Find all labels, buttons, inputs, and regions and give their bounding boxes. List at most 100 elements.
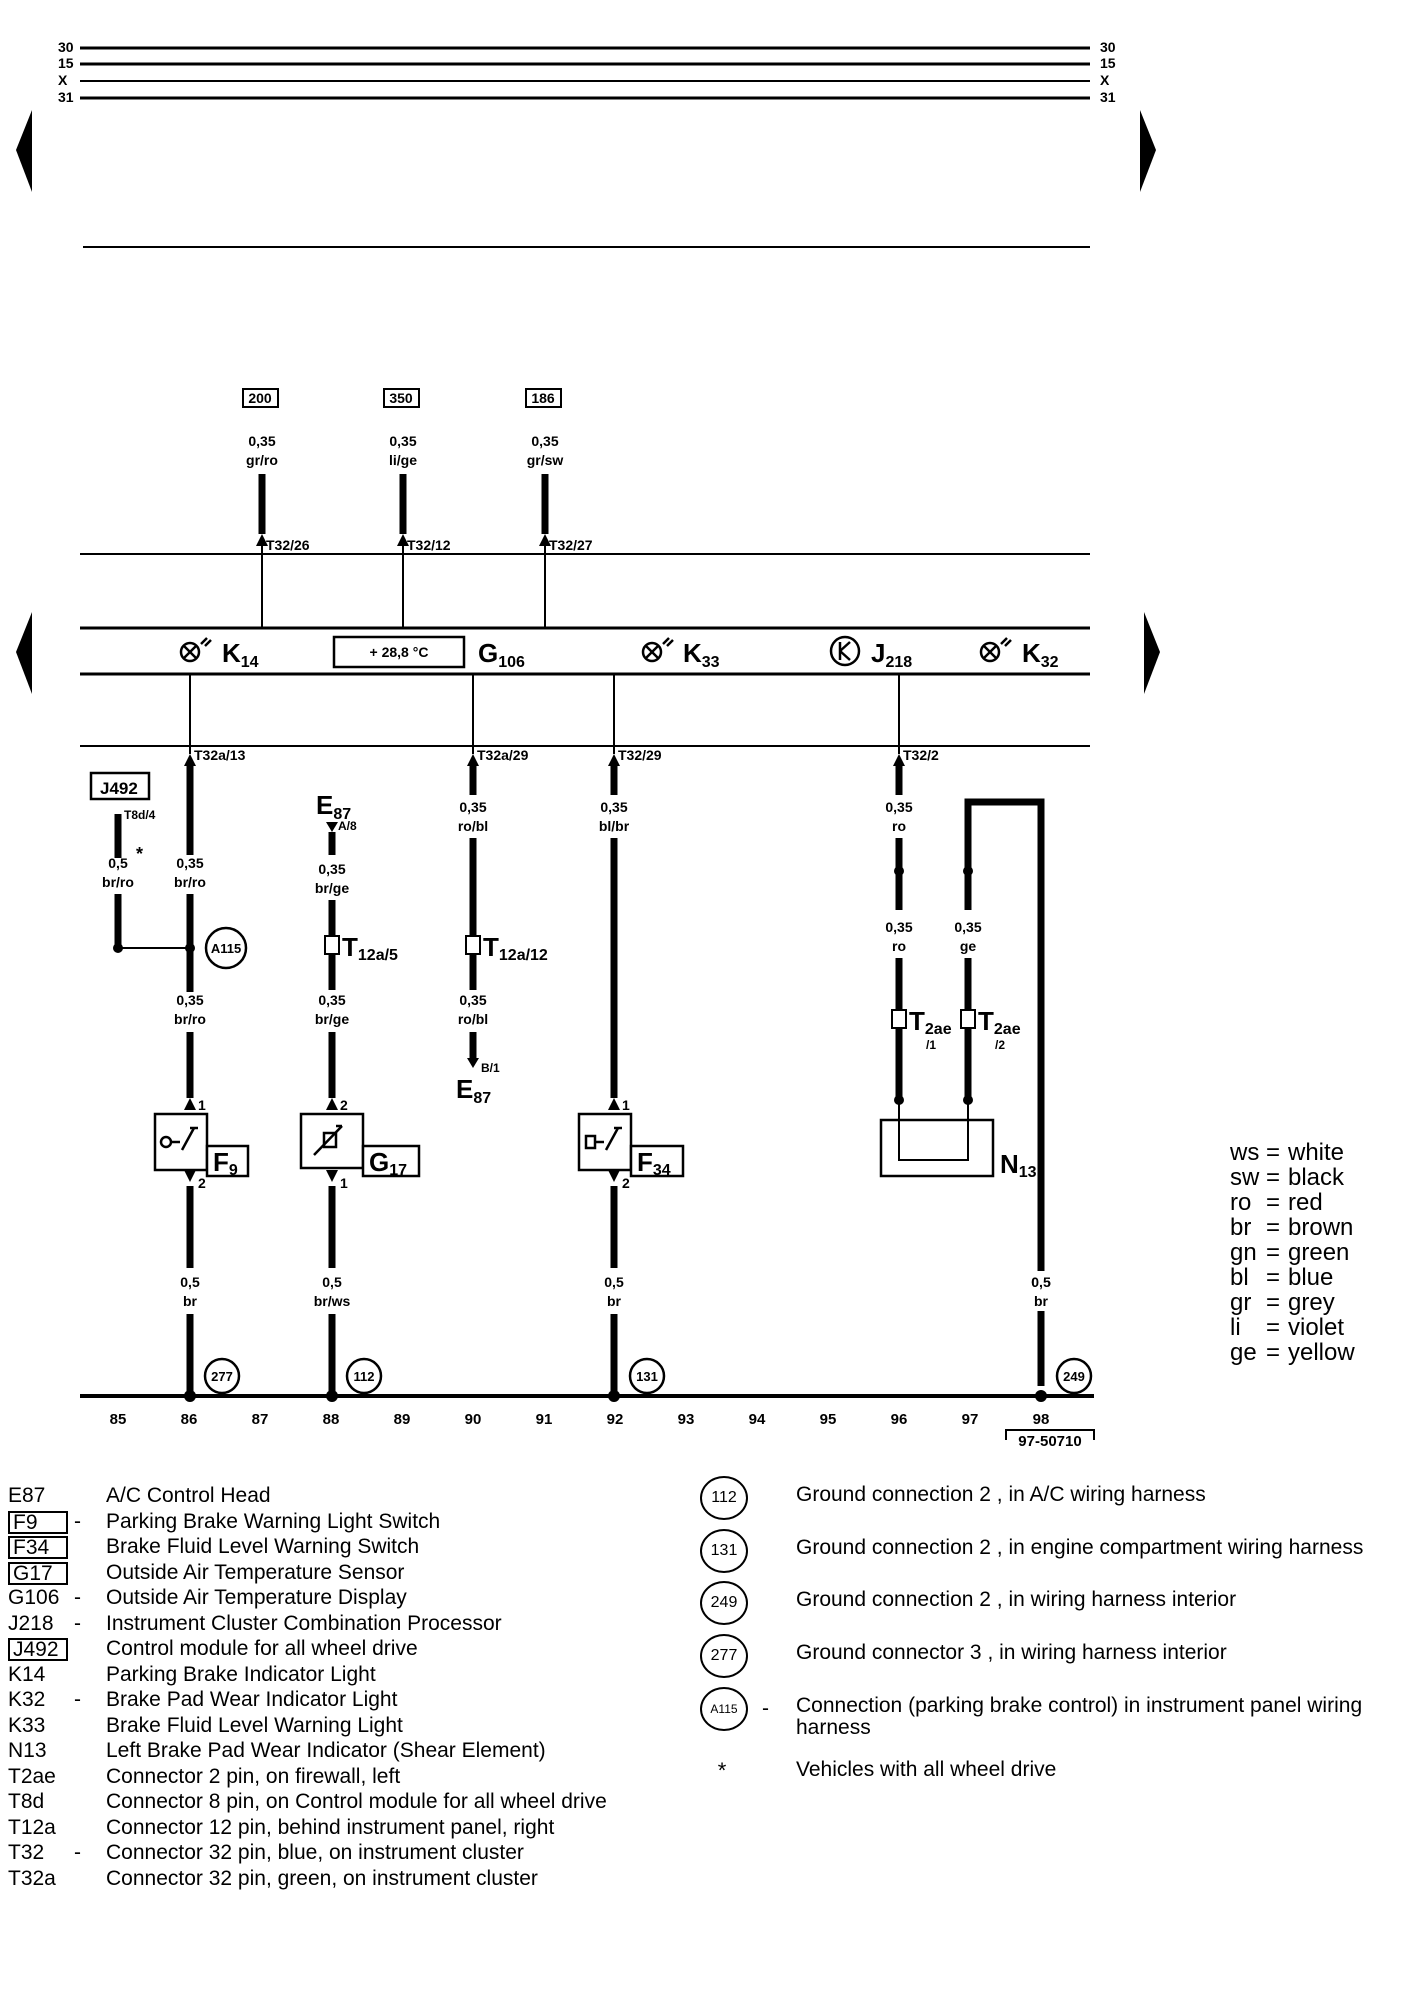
ground-bus-junctions	[184, 1390, 1047, 1402]
svg-text:0,35: 0,35	[248, 433, 275, 449]
pin-t32-29: T32/29	[618, 747, 662, 763]
previous-page-arrow-icon[interactable]	[16, 110, 32, 192]
wire-track-92: 0,35 bl/br 1	[599, 766, 630, 1113]
component-description: Outside Air Temperature Sensor	[106, 1560, 405, 1584]
component-code: J218	[8, 1611, 54, 1635]
j218-label: J218	[871, 638, 912, 671]
component-code: K14	[8, 1662, 46, 1686]
bus-label-31-left: 31	[58, 89, 74, 105]
svg-text:0,5: 0,5	[604, 1274, 624, 1290]
diagram-code: 97-50710	[1018, 1433, 1082, 1450]
k32-label: K32	[1022, 638, 1059, 671]
svg-text:2: 2	[198, 1175, 206, 1191]
pin-t32-2: T32/2	[903, 747, 939, 763]
svg-text:br: br	[607, 1293, 622, 1309]
svg-text:86: 86	[181, 1411, 198, 1428]
svg-text:0,35: 0,35	[954, 919, 981, 935]
svg-text:A/8: A/8	[338, 819, 357, 833]
ground-wire-249-size: 0,5	[1031, 1274, 1051, 1290]
svg-text:87: 87	[252, 1411, 269, 1428]
svg-text:0,35: 0,35	[459, 799, 486, 815]
bus-label-31-right: 31	[1100, 89, 1116, 105]
component-code: T2ae	[8, 1764, 56, 1788]
temperature-display-box	[332, 635, 466, 669]
lamp-icon-k14	[179, 637, 212, 663]
svg-text:0,5: 0,5	[108, 855, 128, 871]
wire-track-96-97: 0,35 ro 0,35 ro T2ae /1 0,35 ge T2ae /2	[885, 766, 1045, 1386]
legend-row: ge=yellow	[1230, 1339, 1355, 1366]
bus-label-x-left: X	[58, 72, 68, 88]
svg-text:ro/bl: ro/bl	[458, 1011, 488, 1027]
component-code: N13	[8, 1739, 47, 1762]
ground-symbol-icon: 112	[700, 1476, 748, 1520]
svg-text:br/ge: br/ge	[315, 1011, 349, 1027]
ground-dash: -	[762, 1697, 769, 1720]
pin-t32a-13: T32a/13	[194, 747, 246, 763]
svg-text:2: 2	[340, 1097, 348, 1113]
k14-label: K14	[222, 638, 259, 671]
svg-text:T12a/12: T12a/12	[483, 932, 548, 964]
svg-text:ro/bl: ro/bl	[458, 818, 488, 834]
bus-label-30-left: 30	[58, 39, 74, 55]
top-reference-350: 350 0,35 li/ge T32/12	[383, 388, 451, 628]
instrument-cluster	[80, 553, 1090, 747]
legend-row: bl=blue	[1230, 1264, 1334, 1291]
component-code: F9	[8, 1510, 68, 1534]
next-page-arrow-icon-lower[interactable]	[1144, 612, 1160, 694]
legend-row: li=violet	[1230, 1314, 1345, 1341]
component-description: Instrument Cluster Combination Processor	[106, 1611, 502, 1635]
svg-text:112: 112	[354, 1369, 375, 1384]
svg-text:B/1: B/1	[481, 1061, 500, 1075]
svg-text:0,35: 0,35	[531, 433, 558, 449]
svg-text:0,35: 0,35	[318, 992, 345, 1008]
track-numbers: 85 86 87 88 89 90 91 92 93 94 95 96 97 9…	[110, 1411, 1050, 1428]
component-description: Outside Air Temperature Display	[106, 1586, 407, 1609]
svg-text:186: 186	[531, 390, 555, 406]
bus-label-15-right: 15	[1100, 55, 1116, 71]
svg-text:0,35: 0,35	[885, 799, 912, 815]
ground-description: Connection (parking brake control) in in…	[796, 1694, 1363, 1739]
ground-symbol-icon: 277	[700, 1634, 748, 1678]
bus-label-x-right: X	[1100, 72, 1110, 88]
previous-page-arrow-icon-lower[interactable]	[16, 612, 32, 694]
svg-text:0,35: 0,35	[600, 799, 627, 815]
component-list-item: K32-Brake Pad Wear Indicator Light	[8, 1687, 688, 1713]
svg-text:0,35: 0,35	[318, 861, 345, 877]
bus-label-15-left: 15	[58, 55, 74, 71]
component-code: G106	[8, 1586, 60, 1609]
ground-description: Ground connection 2 , in A/C wiring harn…	[796, 1483, 1206, 1506]
svg-text:br/ro: br/ro	[174, 1011, 206, 1027]
ground-description: Ground connection 2 , in wiring harness …	[796, 1588, 1237, 1611]
component-code: F34	[8, 1536, 68, 1559]
svg-text:90: 90	[465, 1411, 482, 1428]
svg-text:ro: ro	[892, 938, 906, 954]
component-list-item: G106-Outside Air Temperature Display	[8, 1585, 688, 1611]
component-dash: -	[74, 1509, 81, 1533]
svg-text:T2ae: T2ae	[909, 1006, 952, 1038]
svg-text:1: 1	[622, 1097, 630, 1113]
svg-text:T2ae: T2ae	[978, 1006, 1021, 1038]
wire-track-90: 0,35 ro/bl T12a/12 0,35 ro/bl B/1 E87	[456, 766, 548, 1107]
svg-text:T32/26: T32/26	[266, 537, 310, 553]
bus-label-30-right: 30	[1100, 39, 1116, 55]
component-description: Brake Fluid Level Warning Switch	[106, 1535, 420, 1558]
processor-icon-j218	[829, 635, 861, 667]
svg-text:T12a/5: T12a/5	[342, 932, 398, 964]
wire-track-86: J492 T8d/4 * 0,5 br/ro 0,35 br/ro A115 0…	[89, 766, 248, 1113]
svg-text:88: 88	[323, 1411, 340, 1428]
pin-t32a-29: T32a/29	[477, 747, 529, 763]
component-code: K32	[8, 1688, 46, 1711]
next-page-arrow-icon[interactable]	[1140, 110, 1156, 192]
asterisk-icon: *	[717, 1758, 727, 1783]
sensor-g17: G17 1	[299, 1112, 421, 1191]
component-code: T12a	[8, 1815, 56, 1839]
svg-text:200: 200	[248, 390, 272, 406]
ground-wire-249-color: br	[1034, 1293, 1049, 1309]
